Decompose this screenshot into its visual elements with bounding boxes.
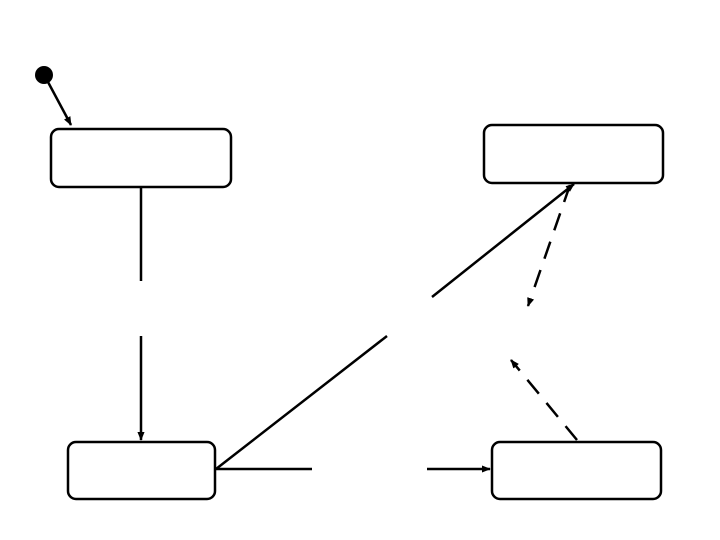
state-top-right[interactable] — [482, 123, 665, 185]
transition-dashed-top-right-down — [526, 184, 572, 307]
initial-state-dot — [35, 66, 53, 84]
state-top-left[interactable] — [49, 127, 233, 189]
state-bottom-right[interactable] — [490, 440, 663, 501]
transition-bottom-left-to-top-right — [215, 183, 575, 470]
state-bottom-left[interactable] — [66, 440, 217, 501]
initial-transition-arrow — [46, 81, 73, 126]
transition-dashed-bottom-right-up — [510, 359, 578, 441]
